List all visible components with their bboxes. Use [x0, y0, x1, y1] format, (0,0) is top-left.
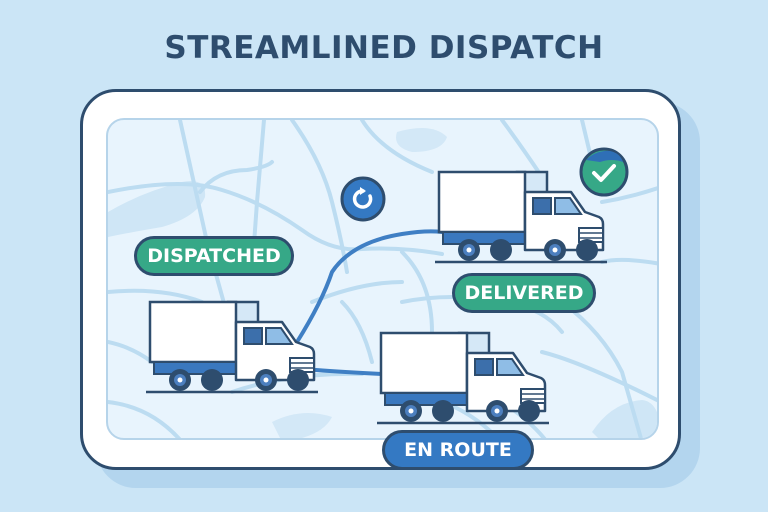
status-badge-dispatched: DISPATCHED — [134, 236, 294, 276]
page-title: STREAMLINED DISPATCH — [164, 30, 604, 66]
water-area — [272, 413, 332, 438]
route-line — [314, 368, 384, 376]
status-badge-delivered: DELIVERED — [452, 273, 596, 313]
water-area — [396, 128, 447, 152]
status-badge-en-route: EN ROUTE — [382, 430, 534, 470]
water-area — [592, 400, 657, 438]
water-area — [108, 181, 206, 237]
